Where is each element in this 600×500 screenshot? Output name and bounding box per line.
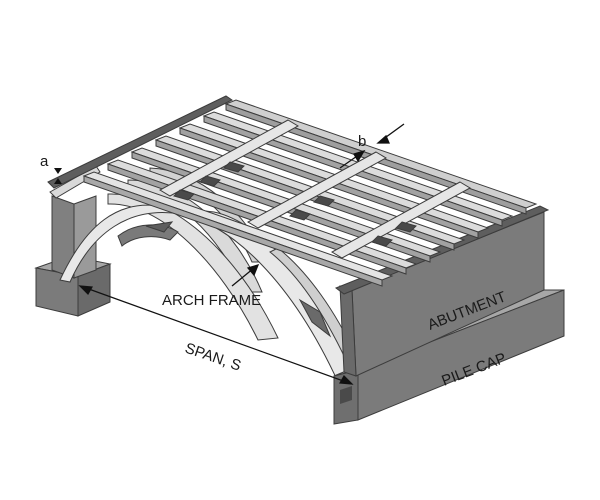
right-abutment (334, 205, 550, 377)
label-a: a (40, 153, 49, 170)
label-b: b (358, 133, 366, 150)
arch-frame-leader (231, 263, 260, 287)
label-span: SPAN, S (183, 340, 243, 375)
span-dimension (78, 285, 354, 385)
b-dimension-arrows (339, 123, 405, 169)
label-arch-frame: ARCH FRAME (162, 292, 261, 309)
transverse-bracing (158, 119, 472, 259)
a-dimension-arrows (54, 168, 62, 184)
deck-edge-plate (47, 95, 233, 189)
